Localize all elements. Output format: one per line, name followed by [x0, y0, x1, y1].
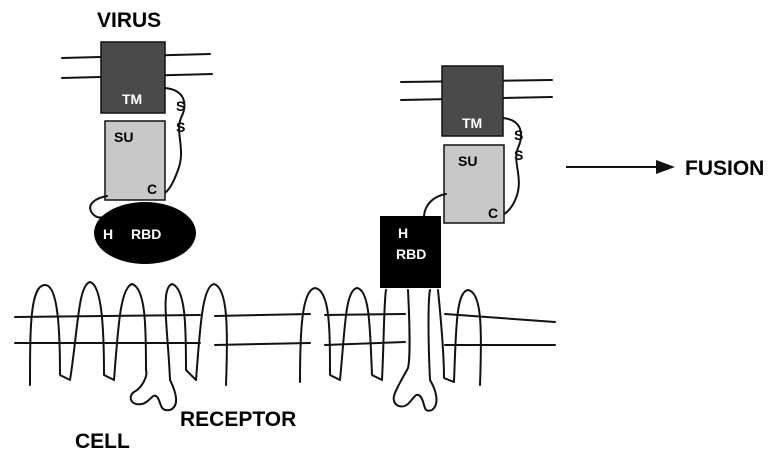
right-tm-label: TM	[462, 115, 482, 131]
left-receptor	[29, 281, 228, 412]
right-su-label: SU	[458, 153, 477, 169]
cell-membrane-outer	[14, 313, 556, 323]
right-su-rbd-linker	[423, 193, 447, 217]
left-tm-box	[100, 41, 166, 114]
left-rbd-label: RBD	[131, 226, 161, 242]
left-su-rbd-linker	[89, 195, 108, 219]
left-tm-label: TM	[122, 91, 142, 107]
left-rbd-ellipse	[94, 202, 196, 264]
right-su-box	[443, 144, 505, 224]
left-su-label: SU	[114, 129, 133, 145]
right-rbd-box	[380, 216, 441, 288]
left-su-box	[104, 120, 166, 201]
fusion-arrow	[566, 160, 675, 174]
left-disulfide-s1: S	[176, 98, 185, 114]
receptor-label: RECEPTOR	[180, 408, 296, 431]
right-h-label: H	[398, 225, 408, 241]
left-su-c-label: C	[147, 181, 157, 197]
right-envelope-complex: TM S S SU C H RBD	[380, 65, 553, 288]
right-rbd-label: RBD	[396, 246, 426, 262]
left-h-label: H	[103, 226, 113, 242]
right-disulfide-s1: S	[514, 127, 523, 143]
cell-membrane	[14, 313, 556, 346]
right-disulfide-s2: S	[514, 147, 523, 163]
right-su-c-label: C	[488, 205, 498, 221]
right-receptor	[299, 287, 482, 412]
cell-label: CELL	[75, 430, 130, 453]
fusion-arrow-head	[656, 160, 675, 174]
cell-membrane-inner	[14, 341, 556, 346]
virus-label: VIRUS	[97, 9, 161, 32]
left-disulfide-s2: S	[176, 119, 185, 135]
fusion-label: FUSION	[685, 157, 764, 180]
right-tm-su-linker	[499, 117, 522, 217]
left-tm-su-linker	[162, 87, 186, 195]
right-tm-box	[441, 65, 504, 137]
left-envelope-complex: TM S S SU C H RBD	[61, 41, 213, 264]
